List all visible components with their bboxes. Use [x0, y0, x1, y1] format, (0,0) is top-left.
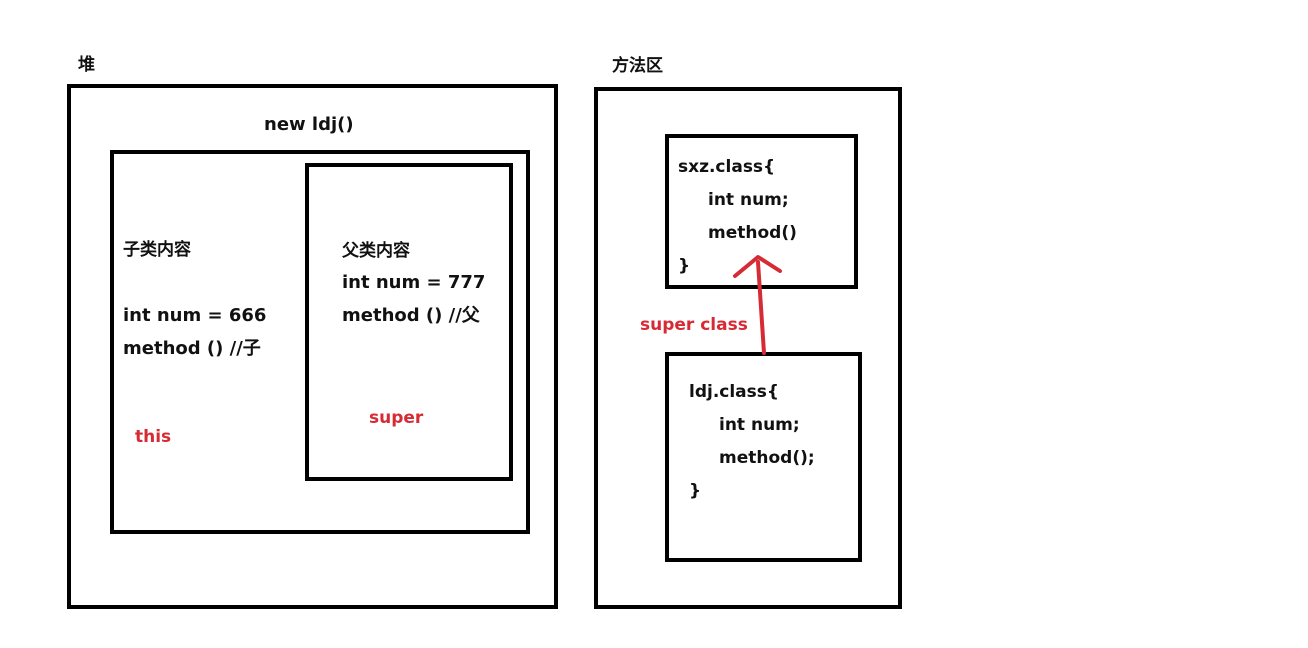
- heap-title: 堆: [78, 55, 95, 75]
- this-keyword: this: [135, 427, 172, 447]
- parent-method: method () //父: [342, 305, 480, 326]
- arrow-shaft: [756, 260, 766, 355]
- child-method: method () //子: [123, 338, 261, 359]
- parent-field: int num = 777: [342, 272, 486, 293]
- sub-class-method: method();: [719, 448, 815, 468]
- parent-content-box: [305, 163, 513, 481]
- sub-class-header: ldj.class{: [689, 382, 779, 402]
- super-class-field: int num;: [708, 190, 789, 210]
- sub-class-close: }: [689, 481, 702, 501]
- method-area-title: 方法区: [612, 56, 663, 76]
- object-box: [110, 150, 530, 534]
- method-area-region: [594, 87, 902, 609]
- heap-region: [67, 84, 558, 609]
- super-class-header: sxz.class{: [678, 157, 776, 177]
- super-class-method: method(): [708, 223, 797, 243]
- object-label: new ldj(): [264, 114, 354, 135]
- child-field: int num = 666: [123, 305, 267, 326]
- parent-content-heading: 父类内容: [342, 241, 410, 261]
- arrow-head: [733, 255, 782, 278]
- child-content-heading: 子类内容: [123, 240, 191, 260]
- super-class-relation-label: super class: [640, 315, 748, 335]
- super-class-close: }: [678, 256, 691, 276]
- super-keyword: super: [369, 408, 424, 428]
- sub-class-field: int num;: [719, 415, 800, 435]
